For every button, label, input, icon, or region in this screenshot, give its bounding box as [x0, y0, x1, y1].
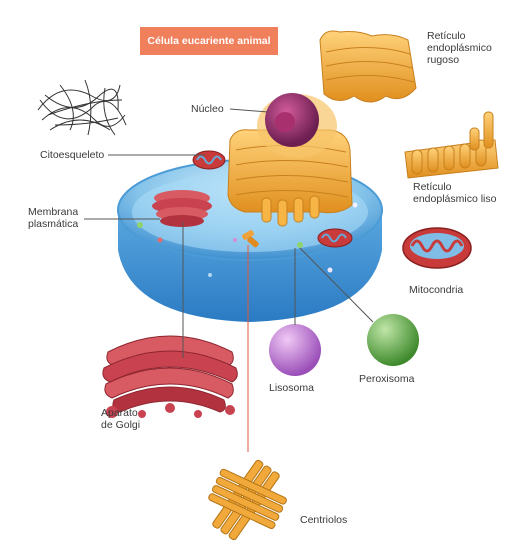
rer-detached [320, 31, 416, 102]
label-citoesqueleto: Citoesqueleto [40, 149, 104, 161]
label-lisosoma: Lisosoma [269, 382, 314, 394]
diagram-title: Célula eucariente animal [140, 27, 278, 55]
golgi-detached [103, 336, 237, 418]
cytoskeleton [38, 80, 126, 135]
label-rer-line1: Retículo [427, 30, 466, 42]
peroxisome [367, 314, 419, 366]
label-rel-line2: endoplásmico liso [413, 193, 496, 205]
label-membrana-line1: Membrana [28, 206, 78, 218]
mitochondria-detached [403, 228, 471, 268]
nucleus [257, 93, 337, 158]
lysosome [269, 324, 321, 376]
ser-detached [405, 112, 498, 178]
centrioles-detached [208, 459, 288, 541]
label-rer-line2: endoplásmico [427, 42, 492, 54]
label-membrana-line2: plasmática [28, 218, 78, 230]
label-centriolos: Centriolos [300, 514, 347, 526]
label-rer-line3: rugoso [427, 54, 459, 66]
label-golgi-line2: de Golgi [101, 419, 140, 431]
label-mitocondria: Mitocondria [409, 284, 463, 296]
label-golgi-line1: Aparato [101, 407, 138, 419]
label-rel-line1: Retículo [413, 181, 452, 193]
label-nucleo: Núcleo [191, 103, 224, 115]
label-peroxisoma: Peroxisoma [359, 373, 414, 385]
golgi-in-cell [152, 190, 212, 227]
